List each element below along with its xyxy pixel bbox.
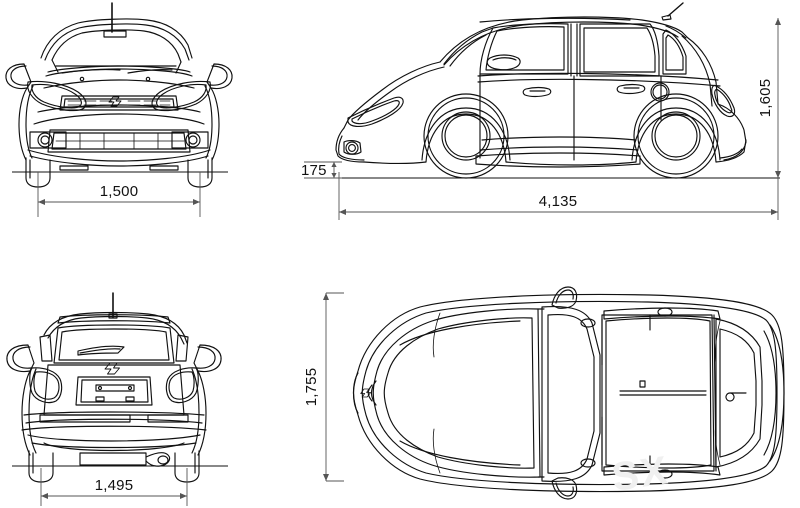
rear-track-value: 1,495 bbox=[95, 477, 134, 494]
watermark: SX bbox=[609, 448, 673, 500]
front-track-dimension: 1,500 bbox=[37, 172, 201, 217]
overall-length-dimension: 4,135 bbox=[338, 172, 779, 220]
front-view bbox=[5, 2, 233, 188]
rear-track-dimension: 1,495 bbox=[40, 468, 188, 506]
ground-clearance-dimension: 175 bbox=[301, 161, 342, 179]
overall-height-value: 1,605 bbox=[757, 79, 774, 118]
overall-width-value: 1,755 bbox=[303, 368, 320, 407]
overall-height-dimension: 1,605 bbox=[757, 18, 781, 178]
ground-clearance-value: 175 bbox=[301, 162, 327, 179]
rear-view bbox=[6, 292, 228, 483]
overall-length-value: 4,135 bbox=[539, 193, 578, 210]
front-track-value: 1,500 bbox=[100, 183, 139, 200]
top-view bbox=[352, 286, 785, 500]
overall-width-dimension: 1,755 bbox=[303, 292, 344, 482]
side-view bbox=[330, 2, 780, 179]
